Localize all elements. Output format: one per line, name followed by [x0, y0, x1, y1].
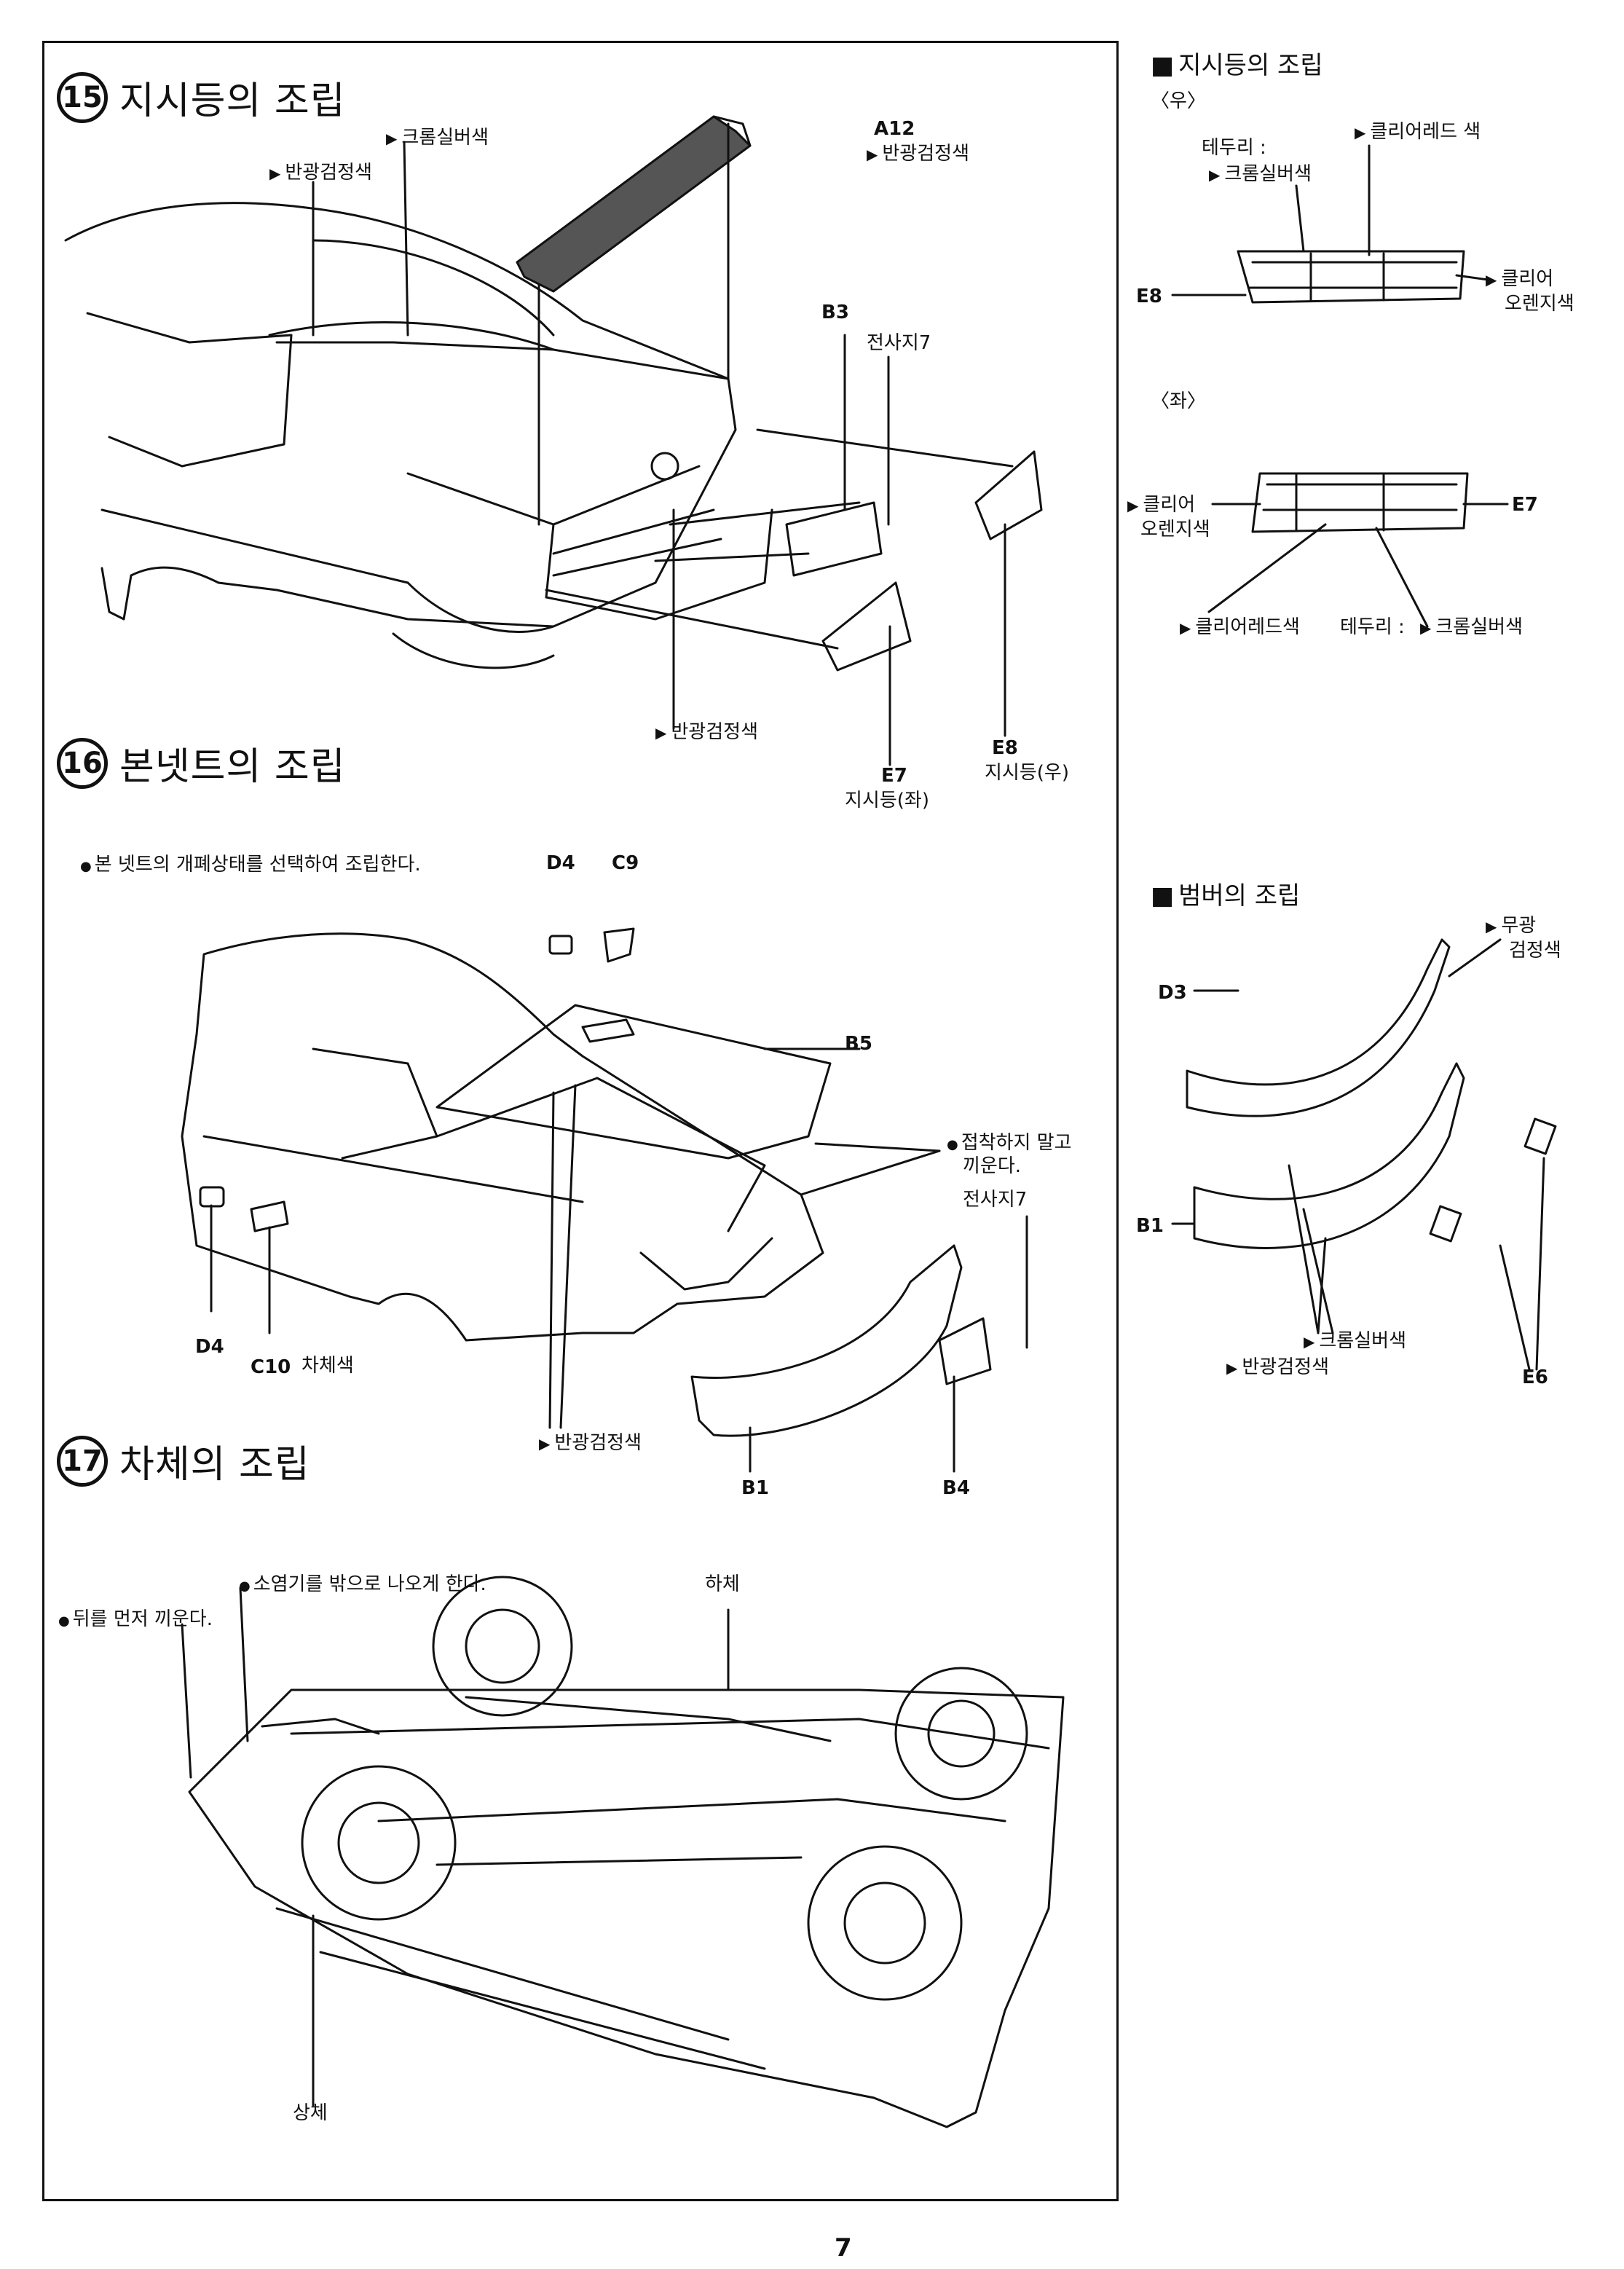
label-c10: C10 — [251, 1356, 291, 1378]
e8-detail-lens — [1237, 250, 1465, 304]
step-17-car-underside — [188, 1576, 1065, 2128]
e7-lens-shape — [821, 581, 912, 672]
label-e7-desc: 지시등(좌) — [845, 790, 929, 811]
e7-detail-lens — [1251, 472, 1469, 533]
step-16-heading: 16 본넷트의 조립 — [57, 736, 346, 790]
label-right-side: 〈우〉 — [1151, 90, 1206, 112]
d3-bumper-trim — [1186, 938, 1451, 1117]
a12-spoiler — [516, 115, 752, 293]
label-decal-7-hood: 전사지7 — [963, 1189, 1028, 1211]
label-e6: E6 — [1522, 1366, 1548, 1388]
label-b1-bumper: B1 — [1136, 1215, 1164, 1237]
step-16-title: 본넷트의 조립 — [119, 745, 346, 789]
label-frame-left-chrome: 크롬실버색 — [1420, 616, 1523, 639]
label-d4-top: D4 — [546, 852, 575, 874]
label-e7-detail: E7 — [1512, 494, 1538, 516]
label-b4: B4 — [942, 1477, 970, 1499]
note-no-glue-2: 끼운다. — [963, 1155, 1022, 1177]
label-frame: 테두리 : — [1202, 137, 1266, 159]
label-clear-orange-1: 클리어 — [1486, 268, 1553, 291]
note-exhaust-outside: 소염기를 밖으로 나오게 한다. — [239, 1573, 486, 1596]
label-d4: D4 — [195, 1336, 224, 1358]
bumper-detail-title: 범버의 조립 — [1151, 876, 1300, 911]
label-c9: C9 — [612, 852, 639, 874]
label-matte-black-2: 검정색 — [1509, 940, 1561, 962]
step-15-car-rear — [64, 202, 773, 669]
label-e8-detail: E8 — [1136, 286, 1162, 307]
main-frame — [42, 41, 1119, 2201]
b4-plate — [938, 1317, 992, 1385]
label-d3: D3 — [1158, 982, 1187, 1004]
step-17-number: 17 — [57, 1435, 108, 1487]
b3-plate — [785, 501, 883, 577]
label-b3: B3 — [821, 302, 849, 323]
label-frame-left: 테두리 : — [1340, 616, 1405, 638]
label-upper-body: 상체 — [293, 2102, 328, 2124]
label-decal-7: 전사지7 — [867, 332, 931, 354]
label-chrome-silver-bumper: 크롬실버색 — [1304, 1330, 1406, 1353]
label-a12-color: 반광검정색 — [867, 143, 969, 165]
label-underbody: 하체 — [705, 1573, 740, 1595]
label-left-side: 〈좌〉 — [1151, 390, 1206, 412]
label-clear-orange-2: 오렌지색 — [1505, 293, 1574, 315]
label-gloss-black-bottom: 반광검정색 — [655, 721, 758, 744]
label-chrome-silver: 크롬실버색 — [386, 127, 489, 149]
e8-lens-shape — [974, 450, 1043, 540]
label-gloss-black-bumper: 반광검정색 — [1226, 1356, 1329, 1379]
label-clear-orange-left-2: 오렌지색 — [1140, 519, 1210, 540]
label-a12: A12 — [874, 118, 915, 140]
indicator-detail-title: 지시등의 조립 — [1151, 45, 1323, 81]
b1-front-bumper — [690, 1244, 963, 1437]
label-clear-red-left: 클리어레드색 — [1180, 616, 1300, 639]
label-frame-chrome: 크롬실버색 — [1209, 163, 1312, 186]
label-clear-red: 클리어레드 색 — [1355, 121, 1481, 143]
label-e8-desc: 지시등(우) — [985, 762, 1069, 784]
note-no-glue-1: 접착하지 말고 — [947, 1132, 1072, 1155]
label-body-color: 차체색 — [301, 1355, 354, 1377]
step-15-number: 15 — [57, 71, 108, 123]
label-e8: E8 — [992, 737, 1018, 759]
label-b5: B5 — [845, 1033, 872, 1055]
note-rear-first: 뒤를 먼저 끼운다. — [58, 1608, 213, 1631]
label-e7: E7 — [881, 765, 907, 787]
label-gloss-black-grille: 반광검정색 — [539, 1432, 642, 1455]
page-number: 7 — [835, 2233, 852, 2262]
label-clear-orange-left-1: 클리어 — [1127, 494, 1195, 516]
step-15-heading: 15 지시등의 조립 — [57, 70, 346, 125]
step-15-title: 지시등의 조립 — [119, 79, 346, 123]
label-b1: B1 — [741, 1477, 769, 1499]
step-17-title: 차체의 조립 — [119, 1443, 310, 1487]
b5-hood — [435, 1004, 832, 1160]
step-16-car-front — [181, 932, 824, 1342]
step-17-heading: 17 차체의 조립 — [57, 1434, 310, 1488]
label-gloss-black-roof: 반광검정색 — [269, 162, 372, 184]
step-16-number: 16 — [57, 737, 108, 789]
label-matte-black-1: 무광 — [1486, 915, 1536, 937]
b1-bumper-detail — [1193, 1062, 1465, 1249]
note-hood-open-close: 본 넷트의 개폐상태를 선택하여 조립한다. — [80, 854, 421, 876]
